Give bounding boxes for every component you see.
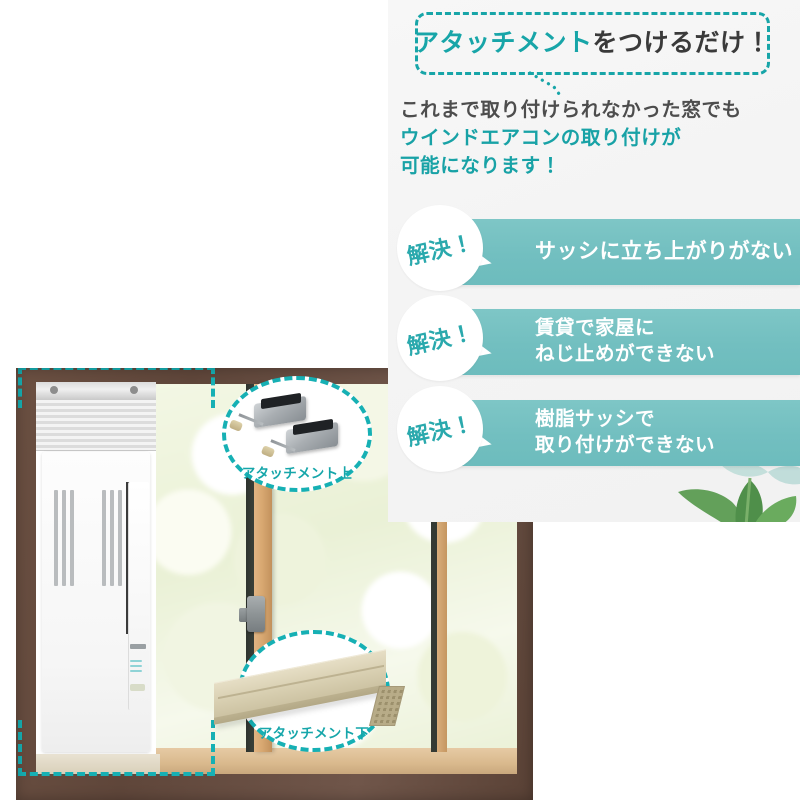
- window-lock-lever: [239, 608, 250, 622]
- ac-vent-slat: [70, 490, 74, 586]
- headline-speech-bubble: アタッチメントをつけるだけ！: [414, 12, 771, 75]
- sash-stile-shadow: [246, 384, 255, 752]
- ac-led: [130, 665, 142, 667]
- solved-badge-2: 解決！: [397, 295, 494, 381]
- solution-banner-2: 賃貸で家屋に ねじ止めができない 解決！: [397, 295, 800, 381]
- badge-label: 解決！: [404, 319, 477, 360]
- ac-brand-logo: [130, 644, 146, 649]
- ac-operation-button: [130, 684, 145, 691]
- callout-attachment-bottom: アタッチメント下: [214, 630, 405, 752]
- callout-attachment-top: アタッチメント上: [222, 376, 372, 492]
- ac-rail-screw-left: [50, 386, 58, 394]
- lead-line-3: 可能になります！: [400, 155, 561, 178]
- attachment-bottom-beam: [214, 649, 405, 729]
- solution-2-line-1: 賃貸で家屋に: [535, 317, 656, 340]
- ac-led: [130, 660, 142, 662]
- solved-badge-1: 解決！: [397, 205, 494, 291]
- ac-control-panel: [128, 482, 149, 710]
- solution-banner-3: 樹脂サッシで 取り付けができない 解決！: [397, 386, 800, 472]
- ac-vent-slat: [102, 490, 106, 586]
- ac-vent-slat: [110, 490, 114, 586]
- solution-2-line-2: ねじ止めができない: [535, 343, 716, 365]
- right-sash-rail: [437, 384, 447, 752]
- badge-label: 解決！: [404, 229, 477, 270]
- ac-dark-trim-strip: [126, 482, 129, 634]
- lead-line-1: これまで取り付けられなかった窓でも: [400, 99, 742, 121]
- headline-rest: をつけるだけ！: [592, 29, 772, 57]
- headline-text: アタッチメントをつけるだけ！: [414, 31, 771, 56]
- solution-1-text: サッシに立ち上がりがない: [535, 219, 793, 285]
- lead-line-2: ウインドエアコンの取り付けが: [400, 127, 682, 150]
- ac-bottom-mount-sill: [36, 754, 160, 774]
- solution-banner-1: サッシに立ち上がりがない 解決！: [397, 205, 800, 291]
- badge-circle: [397, 205, 483, 291]
- ac-top-rail: [36, 382, 156, 400]
- headline-highlight: アタッチメント: [413, 29, 593, 57]
- info-panel: アタッチメントをつけるだけ！ これまで取り付けられなかった窓でも ウインドエアコ…: [388, 0, 800, 522]
- solution-3-text: 樹脂サッシで 取り付けができない: [535, 400, 715, 466]
- solution-1-line-1: サッシに立ち上がりがない: [535, 240, 793, 264]
- callout-bottom-caption: アタッチメント下: [258, 726, 370, 741]
- ac-vent-slat: [62, 490, 66, 586]
- solved-badge-3: 解決！: [397, 386, 494, 472]
- ac-rail-screw-right: [130, 386, 138, 394]
- highlight-box-bottom-attachment: [18, 720, 215, 776]
- ac-vent-slat: [118, 490, 122, 586]
- lead-paragraph: これまで取り付けられなかった窓でも ウインドエアコンの取り付けが 可能になります…: [400, 96, 790, 180]
- highlight-box-top-attachment: [18, 368, 215, 408]
- speech-bubble-tail-icon: [528, 71, 564, 100]
- solution-3-line-2: 取り付けができない: [535, 434, 716, 456]
- ac-indicator-lights: [130, 660, 144, 678]
- ac-vent-slat: [54, 490, 58, 586]
- badge-circle: [397, 386, 483, 472]
- crescent-lock: [247, 596, 265, 632]
- badge-label: 解決！: [404, 410, 477, 451]
- solution-2-text: 賃貸で家屋に ねじ止めができない: [535, 309, 715, 375]
- callout-top-caption: アタッチメント上: [241, 466, 353, 481]
- right-sash-shadow: [431, 384, 438, 752]
- ac-main-body: [42, 452, 150, 752]
- ac-led: [130, 670, 142, 672]
- solution-3-line-1: 樹脂サッシで: [535, 408, 656, 431]
- badge-circle: [397, 295, 483, 381]
- ac-upper-louver-panel: [36, 400, 156, 451]
